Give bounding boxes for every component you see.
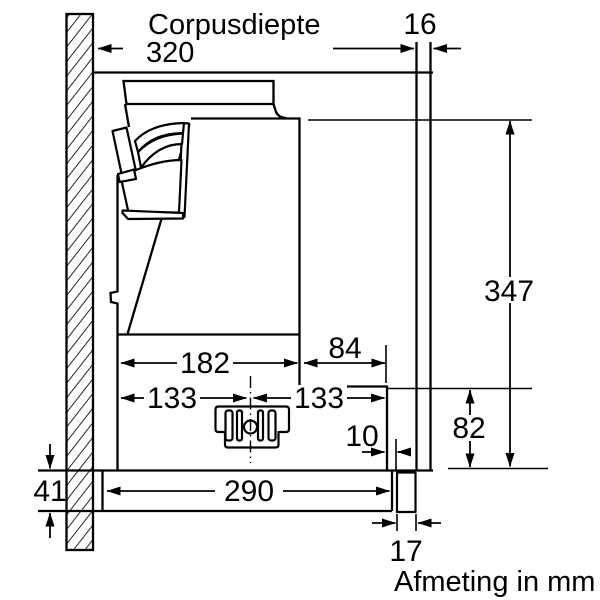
dim-panel-thickness: 16 xyxy=(403,8,436,41)
dim-corpus-depth-value: 320 xyxy=(146,37,194,69)
cabinet-top-panel xyxy=(122,79,275,106)
dim-center-left: 133 xyxy=(147,382,197,415)
front-strip-block xyxy=(395,471,417,514)
dim-center-right: 133 xyxy=(294,382,344,415)
dim-corpus-depth-label: Corpusdiepte xyxy=(148,9,321,41)
dim-visor-height: 41 xyxy=(33,475,66,508)
label-backplates xyxy=(144,277,536,504)
top-panel-lip xyxy=(272,103,287,120)
fold-flaps xyxy=(111,121,191,221)
dim-visor-depth: 290 xyxy=(224,475,274,508)
duct-connector xyxy=(214,405,291,449)
dimension-lines xyxy=(45,44,515,538)
dim-total-height: 347 xyxy=(484,275,534,308)
unit-note: Afmeting in mm xyxy=(394,566,595,598)
dim-lower-height: 82 xyxy=(452,412,485,445)
dim-gap: 10 xyxy=(345,420,378,453)
dim-front-strip-width: 17 xyxy=(389,535,422,568)
dim-body-depth: 182 xyxy=(180,347,230,380)
visor-strip xyxy=(38,469,433,514)
side-panel-16mm xyxy=(415,42,432,470)
dim-step-depth: 84 xyxy=(328,332,361,365)
wall-hatched xyxy=(65,12,95,552)
